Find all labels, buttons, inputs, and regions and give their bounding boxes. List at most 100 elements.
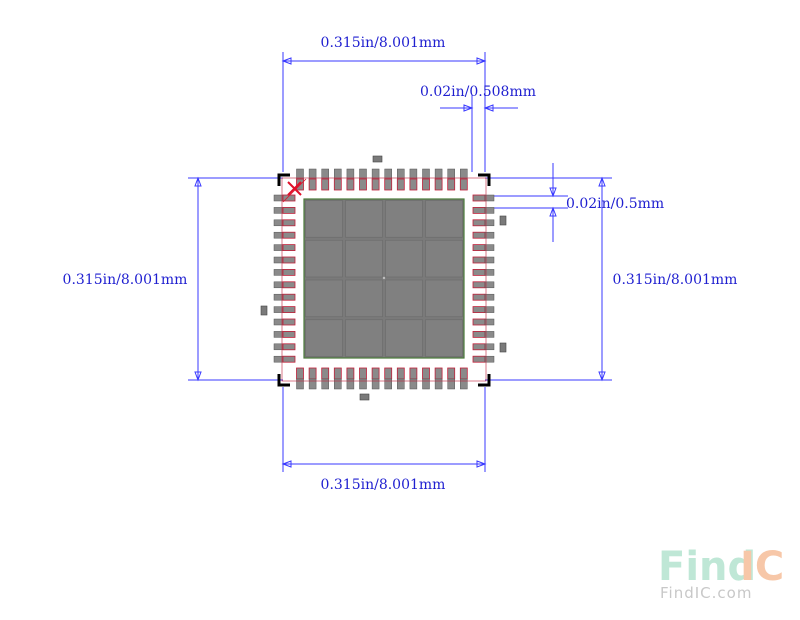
pad-bottom-inner-1: [296, 367, 304, 380]
pad-top-inner-6: [359, 178, 367, 191]
pad-bottom-5: [346, 378, 355, 390]
fiducial-right-lower: [499, 342, 507, 353]
arrow-right-bottom: [598, 371, 606, 382]
pad-left-8: [273, 281, 284, 289]
pad-left-inner-2: [282, 206, 296, 214]
pad-bottom-inner-9: [396, 367, 405, 380]
pad-left-11: [273, 318, 284, 326]
pad-left-inner-9: [282, 293, 296, 301]
pad-bottom-4: [334, 378, 342, 390]
pad-bottom-inner-7: [371, 367, 380, 380]
pad-right-inner-12: [472, 330, 486, 338]
pad-right-14: [484, 355, 495, 363]
fiducial-right-upper: [499, 215, 507, 226]
thermal-via-cell: [345, 319, 383, 357]
thermal-via-cell: [345, 279, 383, 318]
arrow-bottom-left: [281, 460, 292, 468]
pad-right-12: [484, 331, 495, 338]
pad-left-inner-12: [282, 330, 296, 338]
pad-bottom-inner-14: [459, 367, 468, 380]
fiducial-top: [372, 155, 383, 163]
pad-top-inner-12: [434, 178, 443, 191]
thermal-via-cell: [425, 200, 463, 238]
pad-top-inner-11: [422, 178, 430, 191]
pad-bottom-13: [447, 378, 455, 390]
watermark-url: FindIC.com: [660, 584, 752, 602]
fiducial-left: [260, 305, 268, 316]
findic-watermark-logo: Find IC FindIC.com: [658, 544, 784, 602]
pad-right-inner-11: [472, 318, 486, 326]
pad-right-10: [484, 306, 495, 313]
pad-right-5: [484, 244, 495, 251]
pad-bottom-inner-12: [434, 367, 443, 380]
pad-bottom-inner-8: [384, 367, 393, 380]
arrow-right-top: [598, 176, 606, 187]
pad-bottom-6: [359, 378, 367, 390]
thermal-via-cell: [305, 239, 343, 278]
pad-top-3: [321, 168, 329, 180]
pad-top-inner-7: [371, 178, 380, 191]
thermal-via-cell: [385, 200, 423, 238]
pitch-label: 0.02in/0.5mm: [566, 196, 664, 212]
pad-right-2: [484, 207, 495, 214]
thermal-via-cell: [385, 239, 423, 278]
pad-left-inner-6: [282, 256, 296, 264]
pad-right-4: [484, 231, 495, 239]
pad-width-label: 0.02in/0.508mm: [420, 84, 536, 100]
pad-right-8: [484, 281, 495, 289]
pad-bottom-3: [321, 378, 329, 390]
thermal-via-cell: [385, 279, 423, 318]
pad-top-inner-14: [459, 178, 468, 191]
pad-bottom-inner-13: [447, 367, 456, 380]
pad-right-inner-10: [472, 306, 486, 314]
pad-left-inner-10: [282, 306, 296, 314]
pad-top-5: [346, 168, 355, 180]
pad-bottom-inner-3: [321, 367, 330, 380]
pin1-marker-icon: [287, 181, 302, 196]
pad-left-1: [273, 194, 284, 202]
corner-marker-top-right: [478, 173, 491, 186]
pad-top-4: [334, 168, 342, 180]
pad-top-11: [422, 168, 430, 180]
pad-right-inner-6: [472, 256, 486, 264]
pad-bottom-12: [434, 378, 443, 390]
arrow-pad-right: [483, 104, 494, 112]
pad-bottom-inner-11: [422, 367, 430, 380]
pad-top-14: [460, 168, 468, 180]
pad-left-inner-7: [282, 268, 296, 276]
watermark-ic: IC: [740, 544, 784, 590]
pad-right-inner-4: [472, 231, 486, 239]
pad-top-inner-10: [409, 178, 418, 191]
right-height-label: 0.315in/8.001mm: [613, 272, 738, 288]
pad-top-8: [384, 168, 392, 180]
thermal-via-cell: [385, 319, 423, 357]
arrow-pitch-top: [549, 187, 557, 198]
corner-marker-bottom-right: [478, 374, 491, 387]
pad-right-13: [484, 343, 495, 351]
pad-top-13: [447, 168, 455, 180]
pin1-diagonal: [282, 178, 307, 203]
arrow-top-right: [476, 57, 487, 65]
package-outline: [281, 177, 487, 382]
pad-left-inner-4: [282, 231, 296, 239]
pad-right-11: [484, 318, 495, 326]
pad-top-inner-5: [346, 178, 355, 191]
pad-right-7: [484, 269, 495, 276]
pad-top-6: [359, 168, 367, 180]
pad-top-inner-13: [447, 178, 456, 191]
pad-right-1: [484, 194, 495, 202]
pad-left-inner-13: [282, 343, 296, 351]
pad-bottom-10: [409, 378, 418, 390]
watermark-find: Find: [658, 544, 756, 590]
pad-left-7: [273, 269, 284, 276]
pad-right-inner-1: [472, 194, 486, 202]
pad-right-inner-9: [472, 293, 486, 301]
pad-left-10: [273, 306, 284, 313]
top-width-label: 0.315in/8.001mm: [321, 35, 446, 51]
pad-right-inner-13: [472, 343, 486, 351]
pad-top-12: [434, 168, 443, 180]
left-height-label: 0.315in/8.001mm: [63, 272, 188, 288]
thermal-via-cell: [425, 279, 463, 318]
